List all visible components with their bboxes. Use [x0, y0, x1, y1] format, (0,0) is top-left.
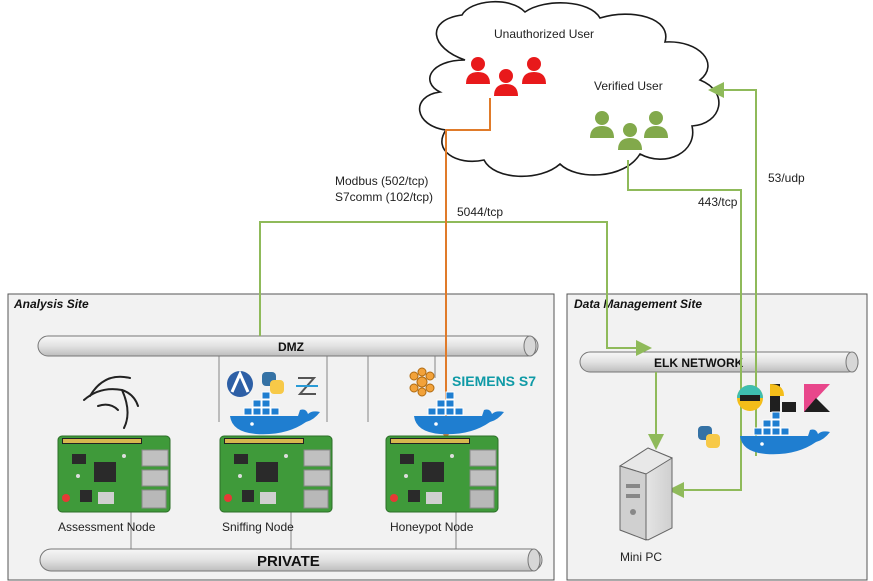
elk-network-bus: [579, 351, 859, 373]
assessment-node-label: Assessment Node: [58, 520, 156, 534]
logstash-icon: [770, 384, 796, 412]
unauthorized-user-label: Unauthorized User: [494, 27, 594, 41]
mini-pc-icon: [618, 447, 674, 541]
arkime-icon: [227, 370, 253, 397]
sniffing-node-board-icon: [219, 435, 333, 513]
kali-dragon-icon: [83, 375, 139, 429]
bus-connectors: [130, 355, 457, 550]
modbus-label: Modbus (502/tcp): [335, 174, 428, 188]
link-443-tcp: [627, 160, 742, 498]
elastic-icon: [737, 385, 763, 411]
link-5044-tcp: [259, 221, 652, 356]
port-5044-label: 5044/tcp: [457, 205, 503, 219]
honeypot-node-label: Honeypot Node: [390, 520, 474, 534]
mini-pc-label: Mini PC: [620, 550, 662, 564]
port-443-label: 443/tcp: [698, 195, 738, 209]
dmz-bus: [37, 335, 539, 357]
assessment-node-board-icon: [57, 435, 171, 513]
dmz-label: DMZ: [278, 340, 304, 354]
private-label: PRIVATE: [257, 553, 320, 570]
elk-network-label: ELK NETWORK: [654, 356, 744, 370]
siemens-s7-logo: SIEMENS S7: [452, 373, 536, 389]
verified-user-label: Verified User: [594, 79, 663, 93]
conpot-icon: [409, 367, 435, 397]
data-management-site-title: Data Management Site: [574, 297, 702, 311]
sniffing-node-label: Sniffing Node: [222, 520, 294, 534]
link-modbus-s7comm: [438, 98, 491, 440]
honeypot-node-board-icon: [385, 435, 499, 513]
link-53-udp: [708, 82, 757, 456]
s7comm-label: S7comm (102/tcp): [335, 190, 433, 204]
private-bus: [39, 548, 543, 572]
zeek-icon: [296, 377, 318, 395]
port-53-label: 53/udp: [768, 171, 805, 185]
elk-python-icon: [698, 426, 720, 448]
analysis-site-title: Analysis Site: [13, 297, 89, 311]
kibana-icon: [804, 384, 830, 412]
python-icon: [262, 372, 284, 394]
